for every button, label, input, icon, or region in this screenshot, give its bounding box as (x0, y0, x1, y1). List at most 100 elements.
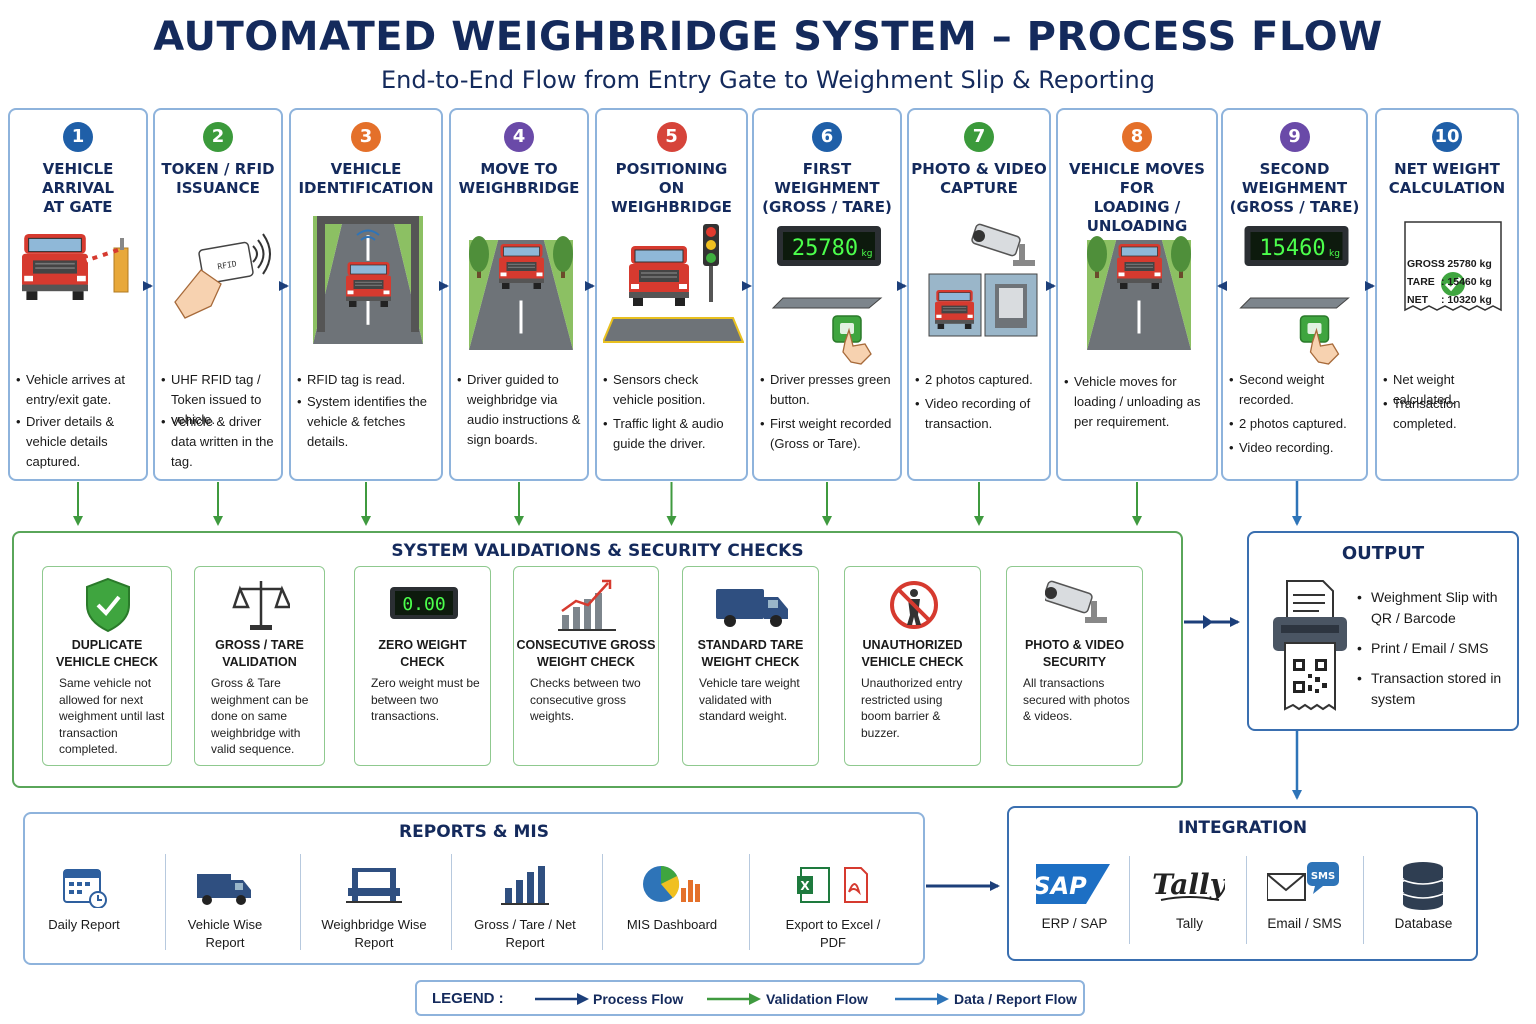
report-item[interactable]: Vehicle Wise Report (151, 858, 299, 958)
step-point: 2 photos captured. (915, 370, 1045, 390)
validation-title: PHOTO & VIDEO SECURITY (1024, 638, 1125, 669)
truck-icon (197, 874, 251, 905)
reports-divider (165, 854, 166, 950)
svg-text:25780: 25780 (792, 236, 858, 261)
step-title: MOVE TO WEIGHBRIDGE (458, 160, 580, 197)
truck-on-road-icon (1087, 236, 1191, 350)
reports-divider (300, 854, 301, 950)
legend-data-label: Data / Report Flow (954, 991, 1077, 1007)
step-point: Transaction completed. (1383, 394, 1513, 434)
email-sms-icon: SMS (1267, 862, 1339, 901)
svg-text:RFID: RFID (217, 259, 238, 271)
page-title: AUTOMATED WEIGHBRIDGE SYSTEM – PROCESS F… (153, 14, 1383, 60)
step-title: VEHICLE IDENTIFICATION (298, 160, 434, 197)
validation-desc: Checks between two consecutive gross wei… (530, 676, 641, 723)
receipt-value: : 25780 kg (1441, 258, 1492, 270)
balance-scale-icon (231, 581, 290, 630)
legend-process-label: Process Flow (593, 991, 684, 1007)
database-icon (1402, 862, 1444, 910)
weight-display-icon: 15460 kg (1239, 226, 1350, 365)
receipt-value: : 10320 kg (1441, 294, 1492, 306)
integration-label: ERP / SAP (1041, 916, 1108, 931)
integration-label: Database (1394, 916, 1453, 931)
weight-display-icon: 25780 kg (771, 226, 883, 365)
integration-item[interactable]: SAP ERP / SAP (1017, 858, 1132, 948)
output-panel: OUTPUT Weighment Slip with QR / BarcodeP… (1247, 531, 1519, 731)
step-number-badge: 8 (1122, 122, 1152, 152)
receipt-label: NET (1407, 294, 1428, 306)
weighbridge-icon (346, 868, 402, 903)
step-point: Driver presses green button. (760, 370, 896, 410)
step-number-badge: 3 (351, 122, 381, 152)
step-title: FIRST WEIGHMENT (GROSS / TARE) (762, 160, 892, 216)
step-point: System identifies the vehicle & fetches … (297, 392, 437, 452)
validation-desc: Unauthorized entry restricted using boom… (861, 676, 963, 740)
reports-divider (602, 854, 603, 950)
output-item: Transaction stored in system (1357, 668, 1517, 710)
step-point: RFID tag is read. (297, 370, 437, 390)
step-title: TOKEN / RFID ISSUANCE (161, 160, 275, 197)
rising-chart-icon (558, 579, 616, 631)
report-item[interactable]: Weighbridge Wise Report (300, 858, 448, 958)
cctv-camera-icon (1044, 580, 1107, 623)
validation-title: ZERO WEIGHT CHECK (378, 638, 467, 669)
legend: LEGEND : Process Flow Validation Flow Da… (415, 980, 1085, 1016)
integration-divider (1129, 856, 1130, 944)
integration-item[interactable]: Database (1366, 858, 1481, 948)
validation-title: GROSS / TARE VALIDATION (215, 638, 304, 669)
report-item[interactable]: Daily Report (10, 858, 158, 958)
reports-divider (749, 854, 750, 950)
reports-divider (451, 854, 452, 950)
validation-title: DUPLICATE VEHICLE CHECK (55, 638, 159, 669)
report-item[interactable]: Gross / Tare / Net Report (451, 858, 599, 958)
step-point: Traffic light & audio guide the driver. (603, 414, 742, 454)
step-point: Vehicle arrives at entry/exit gate. (16, 370, 142, 410)
step-point: Driver guided to weighbridge via audio i… (457, 370, 583, 450)
validations-panel: SYSTEM VALIDATIONS & SECURITY CHECKS DUP… (12, 531, 1183, 788)
svg-text:kg: kg (862, 249, 873, 259)
step-number-badge: 9 (1279, 122, 1310, 152)
step-title: PHOTO & VIDEO CAPTURE (911, 160, 1047, 197)
sms-logo-text: SMS (1311, 871, 1335, 882)
step-number-badge: 5 (656, 122, 687, 152)
receipt-label: TARE (1407, 276, 1435, 288)
validation-desc: Same vehicle not allowed for next weighm… (59, 676, 165, 756)
step-point: Second weight recorded. (1229, 370, 1362, 410)
step-number-badge: 6 (812, 122, 842, 152)
validations-title: SYSTEM VALIDATIONS & SECURITY CHECKS (391, 541, 804, 561)
page-subtitle: End-to-End Flow from Entry Gate to Weigh… (381, 66, 1155, 94)
rfid-card-hand-icon: RFID (174, 233, 271, 319)
zero-display-value: 0.00 (402, 594, 445, 615)
report-item[interactable]: MIS Dashboard (598, 858, 746, 958)
sap-logo-icon: SAP (1036, 864, 1110, 904)
legend-data-arrow (895, 993, 949, 1005)
step-point: Video recording of transaction. (915, 394, 1045, 434)
validation-desc: Gross & Tare weighment can be done on sa… (211, 676, 309, 756)
integration-title: INTEGRATION (1177, 818, 1308, 838)
report-label: Weighbridge Wise Report (321, 917, 427, 950)
validation-desc: Zero weight must be between two transact… (371, 676, 480, 723)
bar-chart-icon (501, 866, 549, 905)
zero-display-icon: 0.00 (389, 587, 458, 619)
step-point: Driver details & vehicle details capture… (16, 412, 142, 472)
shield-check-icon (86, 577, 130, 633)
step-title: VEHICLE MOVES FOR LOADING / UNLOADING (1069, 160, 1205, 235)
validation-desc: Vehicle tare weight validated with stand… (699, 676, 800, 723)
